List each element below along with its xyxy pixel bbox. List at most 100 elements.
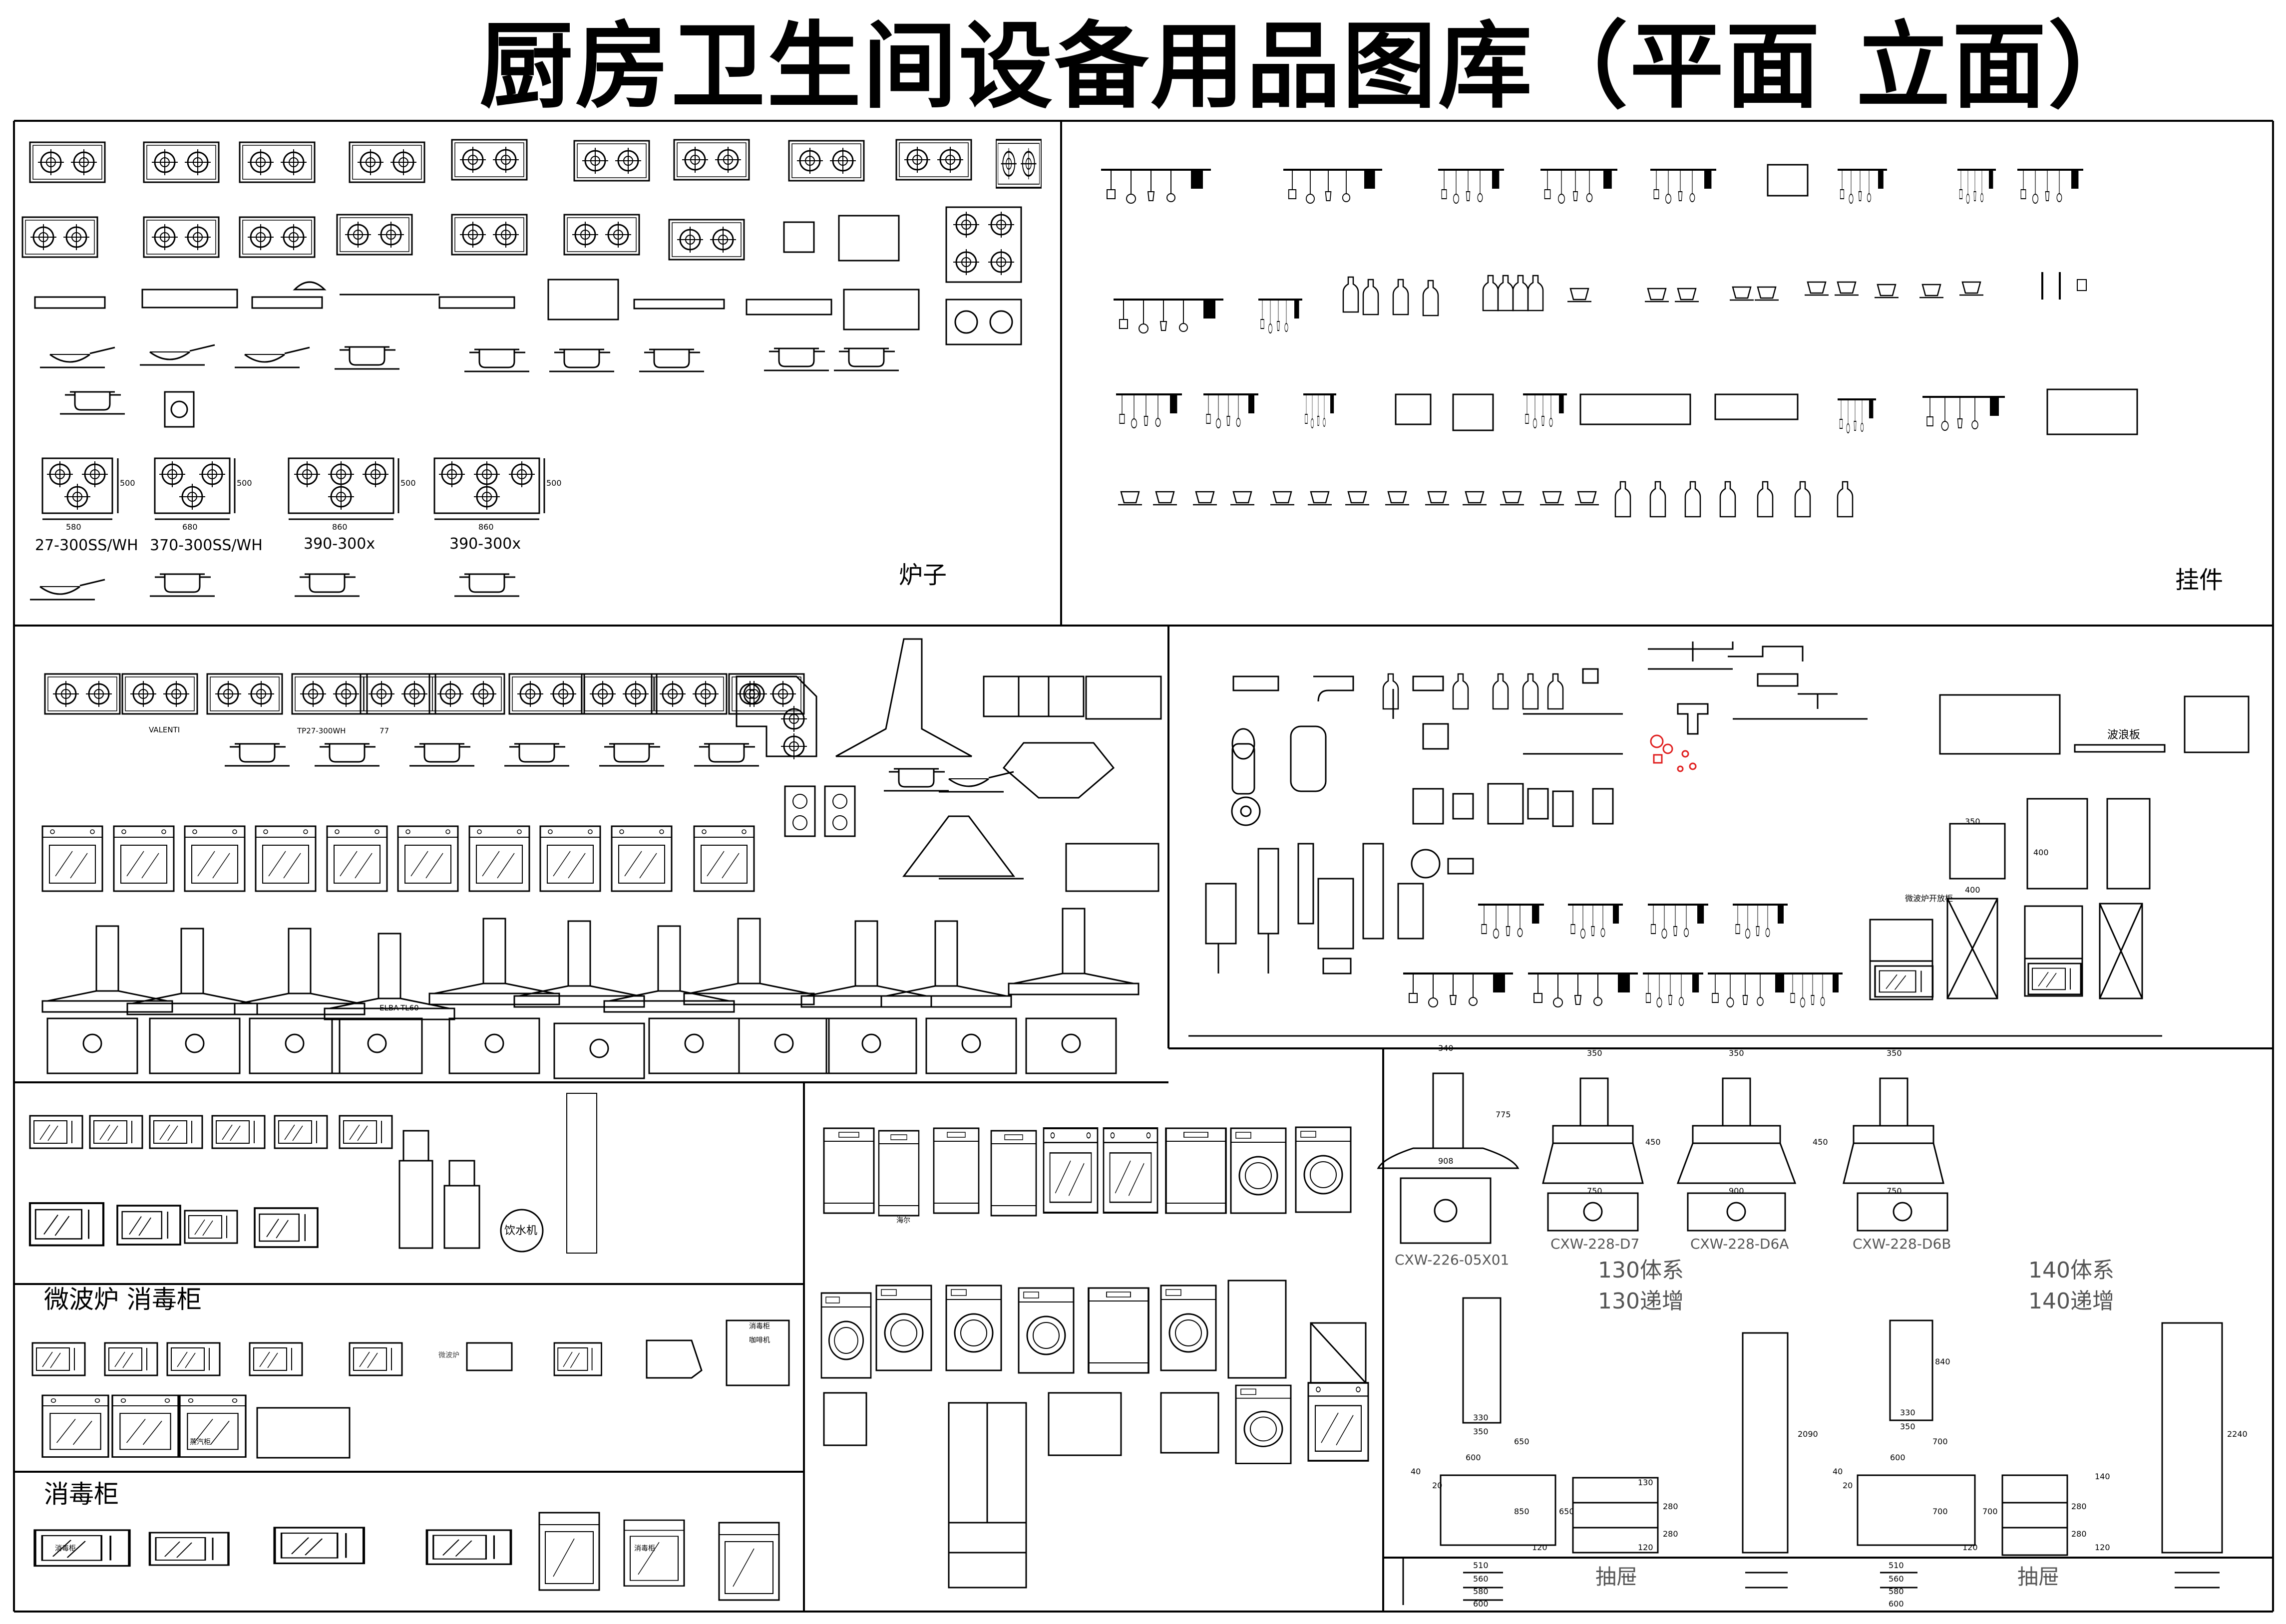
section-label-drawer-right: 抽屉 xyxy=(2017,1565,2060,1589)
cab-right-dim-120: 120 xyxy=(1962,1543,1978,1552)
section-label-stove: 炉子 xyxy=(899,561,947,589)
cab-left-dim-650: 650 xyxy=(1514,1437,1529,1446)
label-microwave-open-cabinet: 微波炉开放柜 xyxy=(1905,894,1953,903)
stove-dim-d3: 500 xyxy=(400,478,416,488)
label-haier: 海尔 xyxy=(896,1217,910,1225)
mw-dim-2: 400 xyxy=(2033,848,2049,857)
cab-left-dim-510: 510 xyxy=(1473,1561,1489,1570)
cab-left-dim-330: 330 xyxy=(1473,1413,1489,1422)
stove-dim-w3: 860 xyxy=(332,522,348,532)
system-note-3: 140体系 xyxy=(2028,1258,2114,1283)
stove-dim-w2: 680 xyxy=(182,522,198,532)
cab-right-dim-510: 510 xyxy=(1889,1561,1904,1570)
stove-model-4: 390-300x xyxy=(449,535,521,553)
stove-model-2: 370-300SS/WH xyxy=(150,537,263,554)
cab-left-dim-130: 130 xyxy=(1638,1478,1653,1487)
mw-dim-1: 350 xyxy=(1965,817,1980,826)
hood-model-3: CXW-228-D6A xyxy=(1690,1236,1789,1252)
cab-right-dim-600b: 600 xyxy=(1889,1599,1904,1609)
hood-dim-w3b: 900 xyxy=(1729,1186,1744,1196)
section-label-microwave-sterilizer: 微波炉 消毒柜 xyxy=(44,1285,202,1314)
cab-left-dim-40: 40 xyxy=(1411,1467,1421,1476)
label-sterilizer-b: 消毒柜 xyxy=(634,1545,655,1553)
cab-right-dim-20: 20 xyxy=(1843,1481,1853,1490)
cab-right-dim-700c: 700 xyxy=(1982,1507,1998,1516)
mid-right-racks xyxy=(1188,694,2250,1037)
hood-dim-w3: 350 xyxy=(1729,1048,1744,1058)
label-microwave-small: 微波炉 xyxy=(438,1351,459,1359)
label-77: 77 xyxy=(380,726,389,735)
cab-right-dim-700b: 700 xyxy=(1932,1507,1948,1516)
hood-dim-w4b: 750 xyxy=(1887,1186,1902,1196)
stove-dim-d1: 500 xyxy=(120,478,135,488)
section-label-sterilizer: 消毒柜 xyxy=(44,1480,119,1509)
hood-model-1: CXW-226-05X01 xyxy=(1395,1252,1510,1268)
cab-left-dim-650b: 650 xyxy=(1559,1507,1574,1516)
stove-dim-w4: 860 xyxy=(478,522,494,532)
hanger-rails xyxy=(1100,164,2138,435)
hanger-small-items xyxy=(1117,481,1854,518)
cab-left-dim-2090: 2090 xyxy=(1798,1429,1818,1439)
mw-dim-3: 400 xyxy=(1965,885,1980,895)
cab-right-dim-600: 600 xyxy=(1890,1453,1905,1462)
cab-left-dim-120: 120 xyxy=(1532,1543,1547,1552)
stove-dim-d4: 500 xyxy=(546,478,562,488)
cab-left-dim-850: 850 xyxy=(1514,1507,1529,1516)
cab-right-dim-40: 40 xyxy=(1833,1467,1843,1476)
cab-right-dim-350: 350 xyxy=(1900,1422,1915,1431)
label-steam: 蒸汽柜 xyxy=(190,1438,211,1446)
cab-right-dim-280b: 280 xyxy=(2071,1529,2087,1539)
label-elba: ELBA-TL60 xyxy=(380,1003,419,1012)
label-sterilizer-a: 消毒柜 xyxy=(749,1322,770,1330)
cab-left-dim-20: 20 xyxy=(1432,1481,1443,1490)
cab-left-dim-280a: 280 xyxy=(1663,1502,1678,1511)
red-taps xyxy=(1650,734,1697,772)
hood-dim-w2: 350 xyxy=(1587,1048,1602,1058)
hood-dim-h1: 775 xyxy=(1496,1110,1511,1119)
cab-right-dim-140: 140 xyxy=(2095,1472,2110,1481)
stove-plan-dims xyxy=(41,457,545,520)
cab-left-dim-120b: 120 xyxy=(1638,1543,1653,1552)
cab-right-dim-2240: 2240 xyxy=(2227,1429,2248,1439)
cab-right-dim-700a: 700 xyxy=(1932,1437,1948,1446)
section-label-hanger: 挂件 xyxy=(2175,566,2224,594)
cab-left-dim-280b: 280 xyxy=(1663,1529,1678,1539)
cab-left-dim-580: 580 xyxy=(1473,1587,1489,1596)
system-note-2: 130递增 xyxy=(1598,1289,1684,1314)
mid-hoods-elev xyxy=(41,638,1162,1020)
frame-lines xyxy=(13,120,2274,1613)
cab-left-dim-560: 560 xyxy=(1473,1574,1489,1584)
mid-hoods-plan xyxy=(46,1017,1117,1079)
mid-right-fittings xyxy=(1205,642,1868,974)
cabinet-sections xyxy=(1402,1297,2223,1605)
hood-dim-w2b: 750 xyxy=(1587,1186,1602,1196)
section-label-drawer-left: 抽屉 xyxy=(1595,1565,1638,1589)
hood-dim-w1: 340 xyxy=(1438,1043,1454,1053)
cab-left-dim-600: 600 xyxy=(1466,1453,1481,1462)
mid-hobs xyxy=(45,674,856,837)
system-note-1: 130体系 xyxy=(1598,1258,1684,1283)
cab-right-dim-580: 580 xyxy=(1889,1587,1904,1596)
label-wave-board: 波浪板 xyxy=(2107,729,2141,741)
cab-right-dim-330: 330 xyxy=(1900,1408,1915,1417)
cab-right-dim-280a: 280 xyxy=(2071,1502,2087,1511)
cab-right-dim-840: 840 xyxy=(1935,1357,1950,1366)
stove-second-row xyxy=(22,206,1022,283)
stove-dim-d2: 500 xyxy=(237,478,252,488)
microwaves-row1 xyxy=(30,1093,790,1459)
label-drinking-fountain: 饮水机 xyxy=(504,1225,538,1237)
sterilizers-row xyxy=(35,1512,780,1601)
stove-dim-w1: 580 xyxy=(66,522,81,532)
hood-model-2: CXW-228-D7 xyxy=(1550,1236,1640,1252)
cab-right-dim-560: 560 xyxy=(1889,1574,1904,1584)
label-valenti: VALENTI xyxy=(149,725,180,734)
label-coffee: 咖啡机 xyxy=(749,1336,770,1344)
mid-ovens xyxy=(41,825,755,892)
page-title: 厨房卫生间设备用品图库（平面 立面） xyxy=(479,12,2144,121)
hood-dim-w4: 350 xyxy=(1887,1048,1902,1058)
label-sterilizer-c: 消毒柜 xyxy=(55,1545,76,1553)
stove-model-1: 27-300SS/WH xyxy=(35,537,138,554)
stove-bottom-pots xyxy=(29,573,520,601)
